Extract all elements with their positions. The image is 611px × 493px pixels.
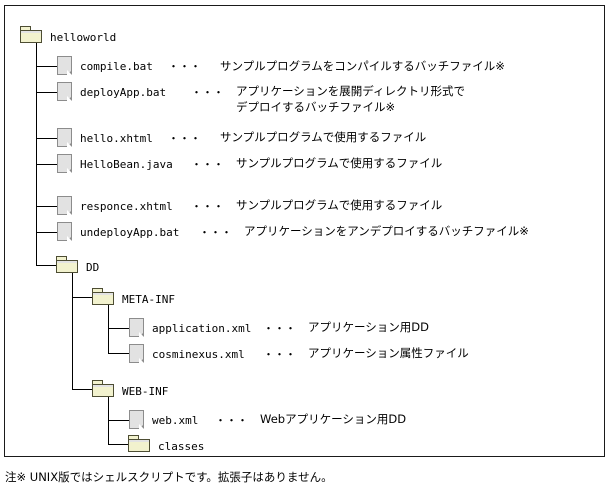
node-label-dd: DD [86, 261, 100, 274]
node-label-compile-bat: compile.bat [80, 60, 153, 73]
tree-connector [36, 206, 57, 207]
node-label-helloworld: helloworld [50, 31, 117, 44]
tree-connector [36, 265, 56, 266]
node-dots-deployapp-bat: ・・・ [191, 86, 224, 99]
folder-icon-meta-inf [92, 288, 114, 305]
folder-tab [56, 256, 67, 260]
node-label-responce-xhtml: responce.xhtml [80, 200, 173, 213]
folder-body [56, 260, 78, 273]
folder-tab [20, 26, 31, 30]
tree-trunk-root [36, 43, 37, 265]
folder-body [20, 30, 42, 43]
node-label-classes: classes [158, 440, 205, 453]
node-dots-responce-xhtml: ・・・ [191, 200, 224, 213]
file-icon-hello-xhtml [57, 128, 72, 147]
tree-trunk-meta-inf [108, 305, 109, 353]
node-label-cosminexus-xml: cosminexus.xml [152, 348, 245, 361]
file-icon-responce-xhtml [57, 196, 72, 215]
file-icon-cosminexus-xml [129, 344, 144, 363]
file-icon-web-xml [129, 410, 144, 429]
node-dots-compile-bat: ・・・ [168, 60, 201, 73]
node-description-application-xml: アプリケーション用DD [308, 320, 429, 334]
folder-tab [128, 435, 139, 439]
footnote-text: 注※ UNIX版ではシェルスクリプトです。拡張子はありません。 [5, 470, 333, 484]
node-description-web-xml: Webアプリケーション用DD [260, 412, 407, 426]
node-description-responce-xhtml: サンプルプログラムで使用するファイル [236, 198, 443, 212]
tree-connector [36, 92, 57, 93]
node-label-application-xml: application.xml [152, 322, 252, 335]
diagram-frame: helloworld compile.bat ・・・ サンプルプログラムをコンパ… [4, 5, 605, 457]
node-label-hello-xhtml: hello.xhtml [80, 132, 153, 145]
node-description-cosminexus-xml: アプリケーション属性ファイル [308, 346, 469, 360]
tree-connector [36, 164, 57, 165]
tree-connector [72, 389, 92, 390]
file-icon-deployapp-bat [57, 82, 72, 101]
file-icon-undeployapp-bat [57, 222, 72, 241]
node-description-line2-deployapp-bat: デプロイするバッチファイル※ [236, 100, 396, 114]
folder-tab [92, 380, 103, 384]
node-dots-application-xml: ・・・ [263, 322, 296, 335]
folder-body [128, 439, 150, 452]
node-label-web-xml: web.xml [152, 414, 199, 427]
tree-trunk-dd [72, 273, 73, 389]
node-description-compile-bat: サンプルプログラムをコンパイルするバッチファイル※ [220, 59, 505, 73]
folder-icon-web-inf [92, 380, 114, 397]
node-dots-cosminexus-xml: ・・・ [263, 348, 296, 361]
file-icon-hellobean-java [57, 154, 72, 173]
folder-icon-helloworld [20, 26, 42, 43]
file-tree: helloworld compile.bat ・・・ サンプルプログラムをコンパ… [5, 6, 604, 456]
node-label-hellobean-java: HelloBean.java [80, 158, 173, 171]
folder-icon-dd [56, 256, 78, 273]
tree-connector [36, 138, 57, 139]
tree-connector [108, 444, 128, 445]
node-label-deployapp-bat: deployApp.bat [80, 86, 167, 99]
folder-body [92, 384, 114, 397]
tree-connector [108, 353, 129, 354]
node-dots-hellobean-java: ・・・ [191, 158, 224, 171]
node-description-hellobean-java: サンプルプログラムで使用するファイル [236, 156, 443, 170]
node-description-deployapp-bat: アプリケーションを展開ディレクトリ形式で [236, 84, 465, 98]
node-label-undeployapp-bat: undeployApp.bat [80, 226, 180, 239]
node-description-undeployapp-bat: アプリケーションをアンデプロイするバッチファイル※ [244, 224, 529, 238]
file-icon-compile-bat [57, 56, 72, 75]
file-icon-application-xml [129, 318, 144, 337]
tree-connector [36, 232, 57, 233]
node-description-hello-xhtml: サンプルプログラムで使用するファイル [220, 130, 427, 144]
tree-connector [108, 328, 129, 329]
folder-tab [92, 288, 103, 292]
node-dots-hello-xhtml: ・・・ [168, 132, 201, 145]
folder-body [92, 292, 114, 305]
tree-connector [72, 297, 92, 298]
tree-connector [108, 420, 129, 421]
folder-icon-classes [128, 435, 150, 452]
node-dots-undeployapp-bat: ・・・ [199, 226, 232, 239]
node-label-meta-inf: META-INF [122, 293, 175, 306]
node-label-web-inf: WEB-INF [122, 385, 169, 398]
tree-connector [36, 66, 57, 67]
node-dots-web-xml: ・・・ [215, 414, 248, 427]
